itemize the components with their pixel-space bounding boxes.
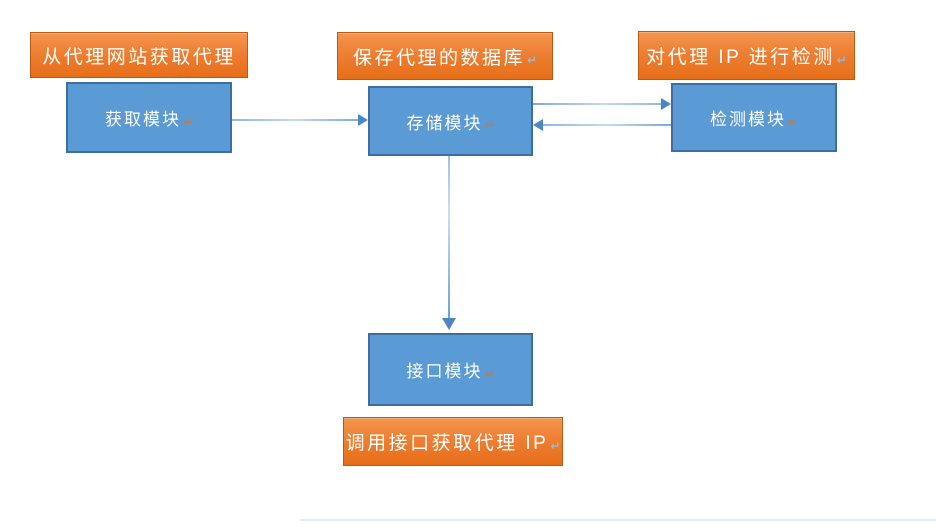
caption-acquire-source: 从代理网站获取代理 (30, 32, 248, 78)
arrow-right-icon (358, 114, 368, 126)
caption-api-label: 调用接口获取代理 IP (345, 433, 549, 454)
module-storage-label: 存储模块 (406, 113, 483, 133)
caption-api-call: 调用接口获取代理 IP ↵ (343, 417, 563, 466)
arrow-acquire-to-storage-line (232, 119, 359, 121)
caption-check-proxy-ip: 对代理 IP 进行检测 ↵ (638, 31, 855, 80)
module-api: 接口模块 ↵ (368, 333, 533, 406)
paragraph-mark-icon: ↵ (182, 114, 194, 129)
paragraph-mark-icon: ↵ (484, 118, 495, 132)
arrow-down-icon (442, 318, 456, 330)
paragraph-mark-icon: ↵ (550, 438, 561, 453)
page-edge-line (300, 519, 936, 521)
module-api-label: 接口模块 (406, 362, 483, 381)
caption-check-label: 对代理 IP 进行检测 (646, 47, 835, 68)
module-acquire: 获取模块 ↵ (66, 82, 232, 153)
arrow-right-icon (661, 98, 671, 110)
paragraph-mark-icon: ↵ (484, 366, 495, 381)
caption-acquire-label: 从代理网站获取代理 (42, 46, 236, 68)
paragraph-mark-icon: ↵ (526, 53, 538, 67)
arrow-left-icon (533, 119, 543, 131)
paragraph-mark-icon: ↵ (787, 114, 799, 129)
module-check-label: 检测模块 (709, 110, 786, 129)
arrow-storage-to-api-line (448, 156, 450, 319)
caption-storage-label: 保存代理的数据库 (352, 47, 525, 69)
arrow-check-to-storage-line (543, 124, 671, 126)
module-storage: 存储模块 ↵ (368, 86, 533, 156)
arrow-storage-to-check-line (533, 103, 662, 105)
module-acquire-label: 获取模块 (104, 110, 181, 129)
caption-storage-database: 保存代理的数据库 ↵ (337, 32, 553, 80)
paragraph-mark-icon: ↵ (836, 52, 847, 67)
module-check: 检测模块 ↵ (671, 83, 837, 152)
